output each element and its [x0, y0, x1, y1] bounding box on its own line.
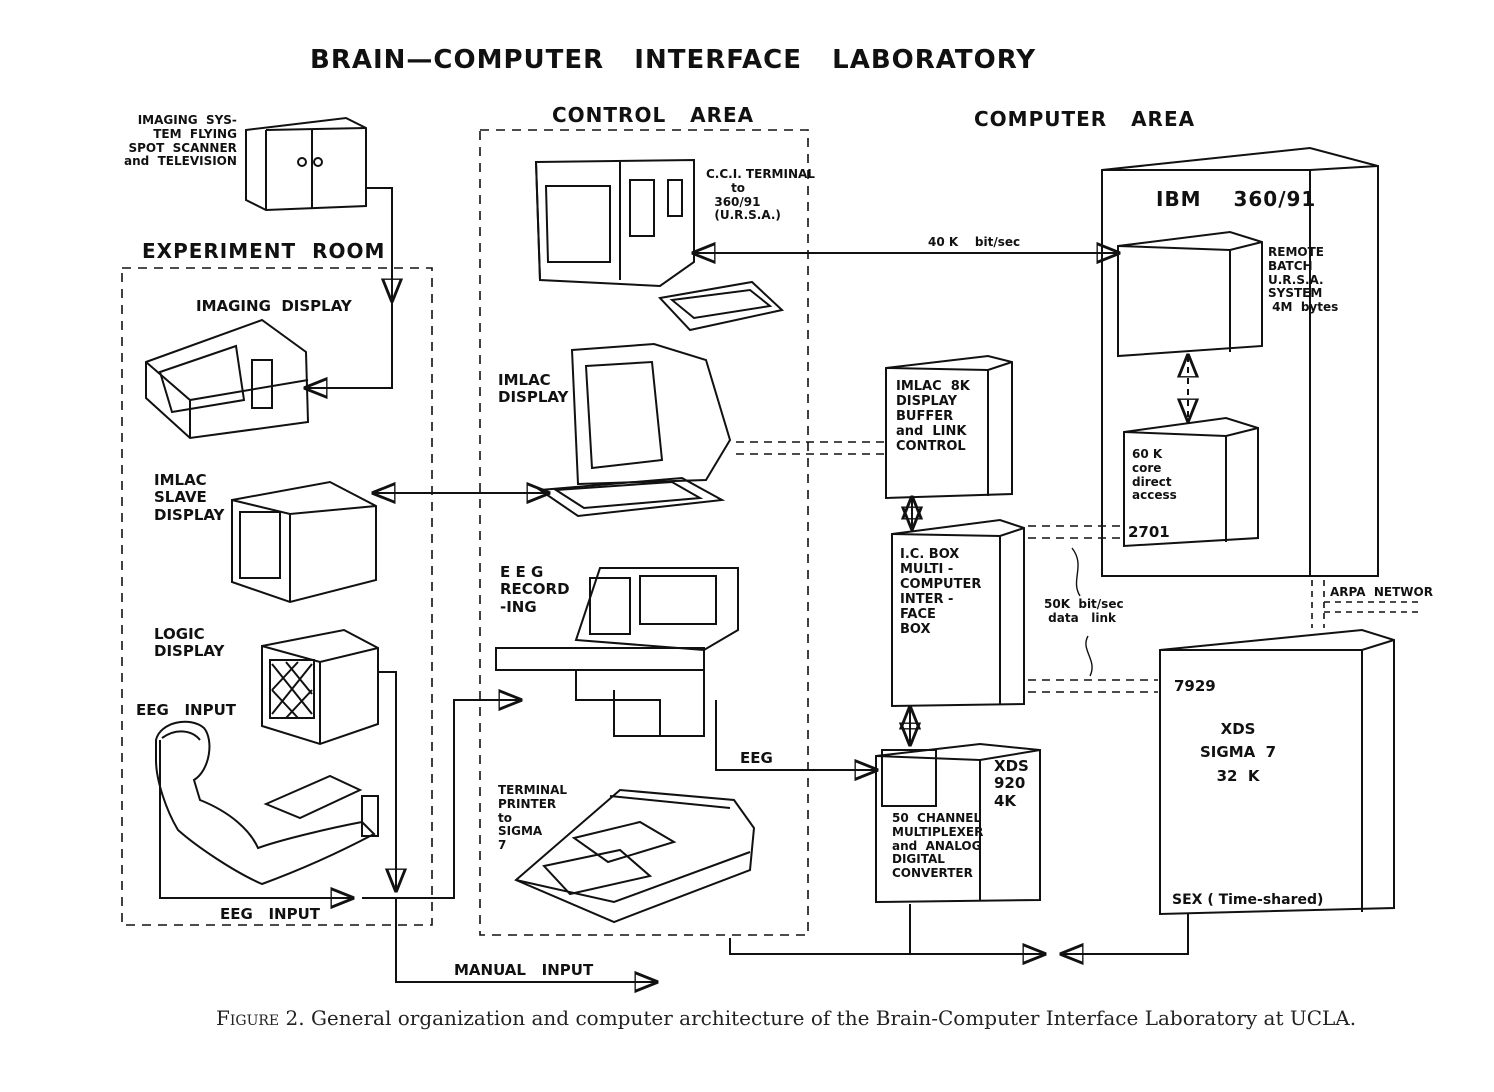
imlac-8k-buffer-box — [885, 354, 1013, 500]
logic-display-monitor — [261, 628, 379, 746]
control-area-label: CONTROL AREA — [552, 103, 755, 127]
imlac-8k-label: IMLAC 8K DISPLAY BUFFER and LINK CONTROL — [896, 379, 970, 454]
control-area-boundary — [479, 129, 809, 936]
arpa-network-link — [1324, 601, 1418, 613]
logic-display-line — [378, 671, 396, 890]
core-60k-box — [1123, 416, 1259, 548]
figure-caption: Figure 2. General organization and compu… — [216, 1006, 1356, 1030]
ic-box-label: I.C. BOX MULTI - COMPUTER INTER - FACE B… — [900, 547, 982, 637]
imlac-slave-display-monitor — [231, 480, 377, 604]
eeg-line-to-920 — [715, 700, 876, 770]
cci-terminal-label: C.C.I. TERMINAL to 360/91 (U.R.S.A.) — [706, 167, 815, 223]
imlac-display-label: IMLAC DISPLAY — [498, 371, 569, 407]
eeg-to-recorder-line — [362, 700, 520, 899]
unit-2701-label: 2701 — [1128, 523, 1170, 541]
xds-sigma-7-box — [1159, 628, 1395, 916]
eeg-recording-console — [495, 567, 739, 737]
sex-label: SEX ( Time-shared) — [1172, 892, 1324, 908]
subject-figure — [155, 720, 379, 886]
experiment-room-label: EXPERIMENT ROOM — [142, 239, 386, 263]
icbox-to-7929-dashed — [1028, 679, 1158, 693]
computer-area-label: COMPUTER AREA — [974, 107, 1196, 131]
imaging-display-label: IMAGING DISPLAY — [196, 297, 352, 315]
remote-batch-box — [1117, 230, 1263, 358]
cci-terminal — [534, 158, 785, 332]
sigma-to-920-link — [1062, 914, 1189, 954]
imlac-slave-label: IMLAC SLAVE DISPLAY — [154, 471, 225, 524]
link-50k-label: 50K bit/sec data link — [1044, 597, 1124, 625]
diagram-title: BRAIN—COMPUTER INTERFACE LABORATORY — [310, 45, 1037, 75]
imlac-display — [537, 342, 732, 518]
xds-7929-label: 7929 — [1174, 677, 1216, 695]
xds-920-label: XDS 920 4K — [994, 757, 1029, 810]
link-50k-pointer-top — [1071, 547, 1081, 597]
eeg-recording-label: E E G RECORD -ING — [500, 563, 570, 616]
ibm-360-91-box — [1101, 146, 1379, 577]
link-40k-label: 40 K bit/sec — [928, 235, 1021, 249]
xds-920-to-sigma-link — [909, 904, 1044, 954]
arpa-vertical-link — [1311, 580, 1325, 628]
arpa-label: ARPA NETWOR — [1330, 585, 1433, 599]
imlac-to-buffer-dashed — [736, 441, 884, 455]
terminal-printer-label: TERMINAL PRINTER to SIGMA 7 — [498, 783, 568, 853]
manual-input-label: MANUAL INPUT — [454, 961, 594, 979]
eeg-input-top-label: EEG INPUT — [136, 701, 237, 719]
terminal-printer — [514, 788, 756, 924]
eeg-input-line — [159, 740, 352, 898]
core-60k-label: 60 K core direct access — [1132, 447, 1177, 503]
imaging-system-label: IMAGING SYS- TEM FLYING SPOT SCANNER and… — [124, 113, 237, 169]
multiplexer-label: 50 CHANNEL MULTIPLEXER and ANALOG DIGITA… — [892, 811, 984, 881]
xds-920-box — [875, 742, 1041, 904]
eeg-input-bottom-label: EEG INPUT — [220, 905, 321, 923]
caption-text: General organization and computer archit… — [304, 1006, 1357, 1030]
ic-box — [891, 518, 1025, 708]
ibm-label: IBM 360/91 — [1156, 187, 1317, 211]
remote-batch-label: REMOTE BATCH U.R.S.A. SYSTEM 4M bytes — [1268, 245, 1339, 315]
xds-sigma-label: XDS SIGMA 7 32 K — [1200, 720, 1277, 785]
imaging-system-cabinet — [245, 116, 367, 212]
figure-number: Figure 2. — [216, 1006, 305, 1030]
imaging-display-monitor — [145, 318, 310, 440]
icbox-to-2701-dashed — [1028, 525, 1122, 539]
eeg-line-label: EEG — [740, 749, 773, 767]
manual-input-line — [395, 898, 656, 982]
console-to-920-link — [729, 938, 910, 955]
logic-display-label: LOGIC DISPLAY — [154, 625, 225, 661]
imaging-link-line — [306, 187, 393, 388]
experiment-room-boundary — [121, 267, 433, 926]
link-50k-pointer-bottom — [1085, 635, 1093, 677]
